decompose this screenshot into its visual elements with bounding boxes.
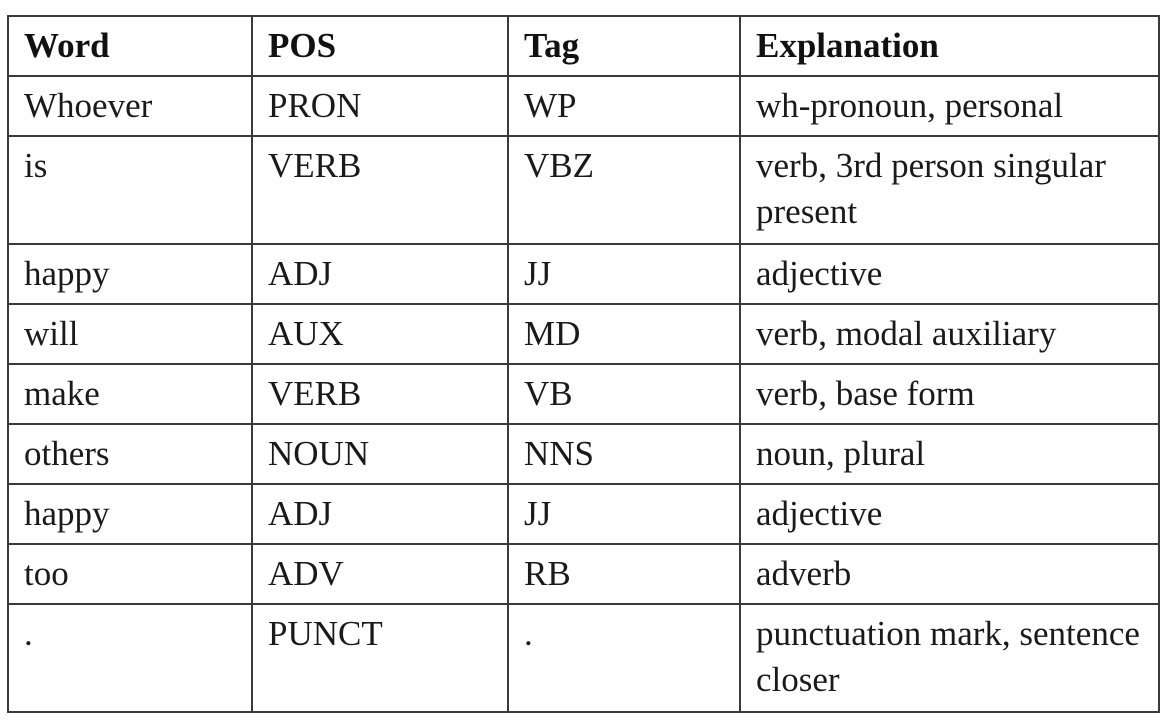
- cell-pos: PUNCT: [251, 603, 509, 713]
- cell-explanation: verb, 3rd person singular present: [739, 135, 1160, 245]
- cell-word: will: [7, 303, 253, 365]
- cell-word: happy: [7, 483, 253, 545]
- cell-word: is: [7, 135, 253, 245]
- table-row: will AUX MD verb, modal auxiliary: [7, 303, 1160, 365]
- cell-explanation: adjective: [739, 243, 1160, 305]
- cell-explanation: adjective: [739, 483, 1160, 545]
- cell-word: .: [7, 603, 253, 713]
- cell-explanation: noun, plural: [739, 423, 1160, 485]
- cell-tag: MD: [507, 303, 741, 365]
- table-row: too ADV RB adverb: [7, 543, 1160, 605]
- header-word: Word: [7, 15, 253, 77]
- header-tag: Tag: [507, 15, 741, 77]
- cell-tag: JJ: [507, 483, 741, 545]
- table-row: . PUNCT . punctuation mark, sentence clo…: [7, 603, 1160, 713]
- cell-word: Whoever: [7, 75, 253, 137]
- cell-pos: AUX: [251, 303, 509, 365]
- table-row: happy ADJ JJ adjective: [7, 483, 1160, 545]
- table-header: Word POS Tag Explanation: [7, 15, 1160, 77]
- cell-tag: VB: [507, 363, 741, 425]
- cell-tag: JJ: [507, 243, 741, 305]
- table-row: happy ADJ JJ adjective: [7, 243, 1160, 305]
- cell-tag: VBZ: [507, 135, 741, 245]
- cell-tag: RB: [507, 543, 741, 605]
- cell-word: make: [7, 363, 253, 425]
- cell-tag: .: [507, 603, 741, 713]
- cell-word: too: [7, 543, 253, 605]
- table-row: make VERB VB verb, base form: [7, 363, 1160, 425]
- table-body: Whoever PRON WP wh-pronoun, personal is …: [7, 75, 1160, 713]
- cell-pos: VERB: [251, 135, 509, 245]
- cell-tag: NNS: [507, 423, 741, 485]
- cell-pos: PRON: [251, 75, 509, 137]
- cell-explanation: adverb: [739, 543, 1160, 605]
- cell-pos: VERB: [251, 363, 509, 425]
- cell-word: others: [7, 423, 253, 485]
- cell-pos: NOUN: [251, 423, 509, 485]
- cell-explanation: verb, base form: [739, 363, 1160, 425]
- table-row: is VERB VBZ verb, 3rd person singular pr…: [7, 135, 1160, 245]
- header-pos: POS: [251, 15, 509, 77]
- cell-explanation: punctuation mark, sentence closer: [739, 603, 1160, 713]
- header-explanation: Explanation: [739, 15, 1160, 77]
- cell-pos: ADJ: [251, 483, 509, 545]
- cell-explanation: wh-pronoun, personal: [739, 75, 1160, 137]
- cell-tag: WP: [507, 75, 741, 137]
- cell-word: happy: [7, 243, 253, 305]
- cell-explanation: verb, modal auxiliary: [739, 303, 1160, 365]
- header-row: Word POS Tag Explanation: [7, 15, 1160, 77]
- table-row: others NOUN NNS noun, plural: [7, 423, 1160, 485]
- table-row: Whoever PRON WP wh-pronoun, personal: [7, 75, 1160, 137]
- pos-tag-table: Word POS Tag Explanation Whoever PRON WP…: [7, 15, 1160, 713]
- cell-pos: ADJ: [251, 243, 509, 305]
- cell-pos: ADV: [251, 543, 509, 605]
